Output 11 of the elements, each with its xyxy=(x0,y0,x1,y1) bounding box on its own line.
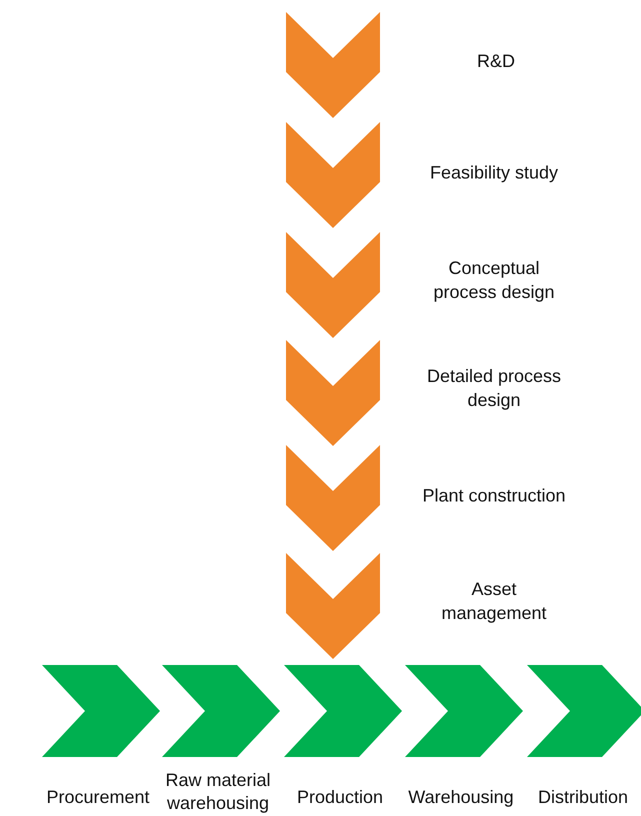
step-label: Plant construction xyxy=(421,484,567,508)
step-label: Procurement xyxy=(45,786,151,809)
step-label: Asset management xyxy=(440,578,548,626)
step-label: Warehousing xyxy=(407,786,515,809)
step-label: Feasibility study xyxy=(428,162,560,185)
step-label: Detailed process design xyxy=(426,365,562,412)
step-label: R&D xyxy=(476,50,516,73)
step-label: Production xyxy=(296,786,384,809)
step-label: Conceptual process design xyxy=(432,257,556,304)
step-label: Distribution xyxy=(536,786,630,809)
step-label: Raw material warehousing xyxy=(164,769,272,815)
